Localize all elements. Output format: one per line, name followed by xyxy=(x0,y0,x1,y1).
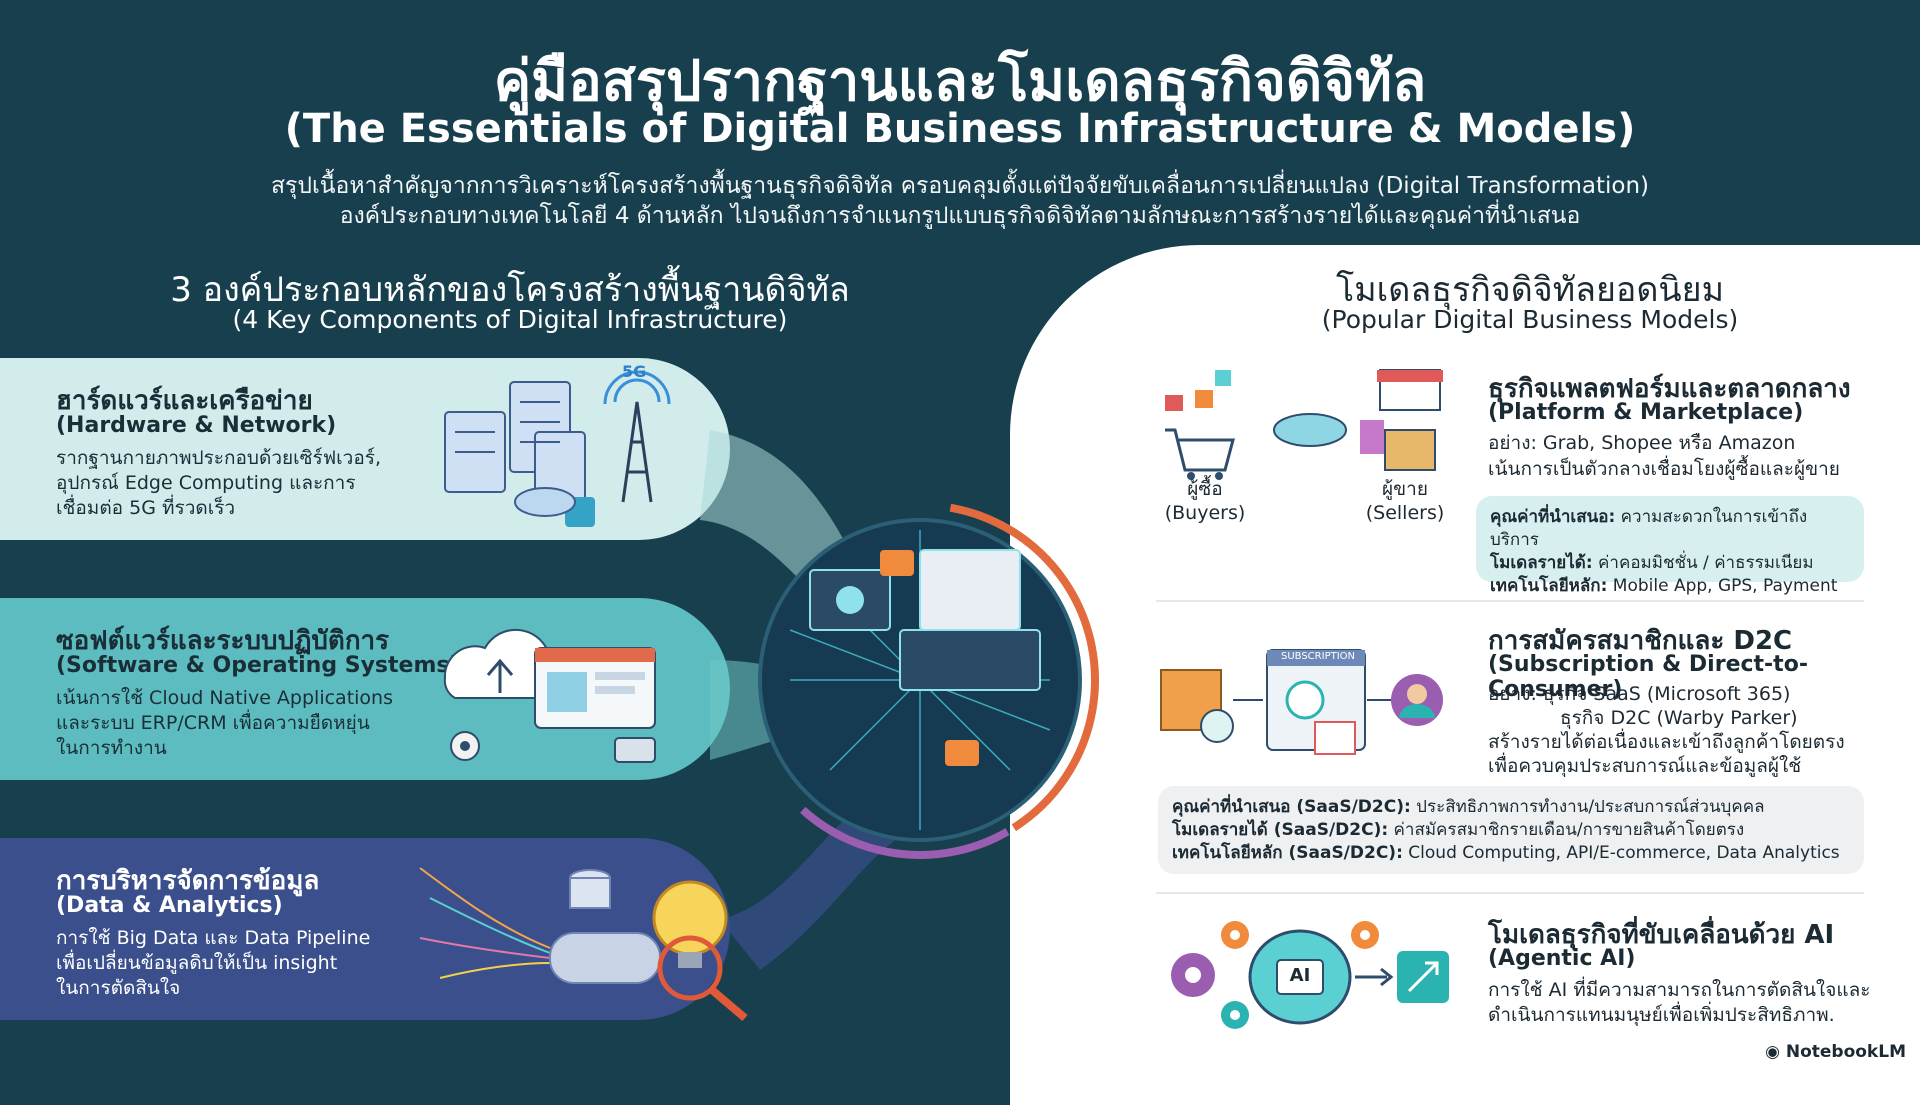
component-data-analytics xyxy=(0,838,730,1020)
page-title: คู่มือสรุปรากฐานและโมเดลธุรกิจดิจิทัล xyxy=(493,49,1427,114)
page-title-english: (The Essentials of Digital Business Infr… xyxy=(284,106,1636,152)
ai-chip-label: AI xyxy=(1289,965,1311,986)
subscription-title: การสมัครสมาชิกและ D2C xyxy=(1488,626,1793,656)
notebooklm-logo-icon: ◉ xyxy=(1765,1042,1786,1062)
software-title-english: (Software & Operating Systems) xyxy=(56,653,460,678)
hardware-desc-2: อุปกรณ์ Edge Computing และการ xyxy=(56,472,356,494)
platform-revenue-line: โมเดลรายได้: ค่าคอมมิชชั่น / ค่าธรรมเนีย… xyxy=(1490,552,1850,575)
ai-desc-1: การใช้ AI ที่มีความสามารถในการตัดสินใจแล… xyxy=(1488,979,1871,1001)
hardware-title: ฮาร์ดแวร์และเครือข่าย xyxy=(56,386,313,416)
subscription-summary-note: คุณค่าที่นำเสนอ (SaaS/D2C): ประสิทธิภาพก… xyxy=(1158,786,1864,874)
subscription-tech-line: เทคโนโลยีหลัก (SaaS/D2C): Cloud Computin… xyxy=(1172,842,1850,865)
data-title-english: (Data & Analytics) xyxy=(56,893,283,918)
subscription-example-saas: อย่าง: ธุรกิจ SaaS (Microsoft 365) xyxy=(1488,683,1791,705)
platform-value-line: คุณค่าที่นำเสนอ: ความสะดวกในการเข้าถึงบร… xyxy=(1490,506,1850,552)
platform-examples: อย่าง: Grab, Shopee หรือ Amazon xyxy=(1488,432,1796,454)
platform-focus: เน้นการเป็นตัวกลางเชื่อมโยงผู้ซื้อและผู้… xyxy=(1488,458,1840,480)
software-desc-3: ในการทำงาน xyxy=(56,737,167,759)
subscription-example-d2c: ธุรกิจ D2C (Warby Parker) xyxy=(1560,707,1798,729)
subscription-revenue-line: โมเดลรายได้ (SaaS/D2C): ค่าสมัครสมาชิกรา… xyxy=(1172,819,1850,842)
server-network-icon xyxy=(444,370,671,527)
brand-label: NotebookLM xyxy=(1785,1042,1906,1062)
section-divider-1 xyxy=(1156,600,1864,602)
sellers-label-english: (Sellers) xyxy=(1365,502,1445,524)
subscription-value-text: ประสิทธิภาพการทำงาน/ประสบการณ์ส่วนบุคคล xyxy=(1410,797,1765,817)
models-heading-english: (Popular Digital Business Models) xyxy=(1321,305,1739,334)
subscription-desc-2: เพื่อควบคุมประสบการณ์และข้อมูลผู้ใช้ xyxy=(1488,755,1802,777)
subscription-revenue-label: โมเดลรายได้ (SaaS/D2C): xyxy=(1172,820,1389,840)
section-divider-2 xyxy=(1156,892,1864,894)
brand-watermark: ◉ NotebookLM xyxy=(1765,1042,1906,1062)
ai-title-english: (Agentic AI) xyxy=(1488,946,1636,971)
subscription-badge: SUBSCRIPTION xyxy=(1280,651,1356,662)
subscription-title-english: (Subscription & Direct-to-Consumer) xyxy=(1488,652,1808,702)
data-desc-1: การใช้ Big Data และ Data Pipeline xyxy=(56,927,371,949)
platform-summary-note: คุณค่าที่นำเสนอ: ความสะดวกในการเข้าถึงบร… xyxy=(1476,496,1864,596)
hardware-desc-1: รากฐานกายภาพประกอบด้วยเซิร์ฟเวอร์, xyxy=(56,447,381,469)
subscription-tech-label: เทคโนโลยีหลัก (SaaS/D2C): xyxy=(1172,843,1403,863)
models-heading: โมเดลธุรกิจดิจิทัลยอดนิยม xyxy=(1336,270,1724,310)
page-subtitle-line-1: สรุปเนื้อหาสำคัญจากการวิเคราะห์โครงสร้าง… xyxy=(270,173,1650,199)
data-title: การบริหารจัดการข้อมูล xyxy=(56,866,320,896)
platform-tech-label: เทคโนโลยีหลัก: xyxy=(1490,576,1608,596)
software-desc-2: และระบบ ERP/CRM เพื่อความยืดหยุ่น xyxy=(56,712,370,734)
sellers-label: ผู้ขาย xyxy=(1382,478,1428,500)
software-desc-1: เน้นการใช้ Cloud Native Applications xyxy=(56,687,393,709)
data-desc-3: ในการตัดสินใจ xyxy=(56,977,181,999)
central-hub-illustration xyxy=(741,501,1099,859)
buyers-label: ผู้ซื้อ xyxy=(1187,478,1223,500)
subscription-d2c-illustration xyxy=(1160,649,1443,755)
buyers-label-english: (Buyers) xyxy=(1164,502,1246,524)
infrastructure-heading: 3 องค์ประกอบหลักของโครงสร้างพื้นฐานดิจิท… xyxy=(170,270,850,310)
page-subtitle-line-2: องค์ประกอบทางเทคโนโลยี 4 ด้านหลัก ไปจนถึ… xyxy=(339,203,1581,229)
platform-tech-text: Mobile App, GPS, Payment xyxy=(1607,576,1838,596)
platform-title: ธุรกิจแพลตฟอร์มและตลาดกลาง xyxy=(1488,374,1851,404)
agentic-ai-illustration xyxy=(1171,921,1449,1029)
subscription-value-label: คุณค่าที่นำเสนอ (SaaS/D2C): xyxy=(1172,797,1411,817)
subscription-value-line: คุณค่าที่นำเสนอ (SaaS/D2C): ประสิทธิภาพก… xyxy=(1172,796,1850,819)
software-title: ซอฟต์แวร์และระบบปฏิบัติการ xyxy=(56,626,390,656)
platform-revenue-label: โมเดลรายได้: xyxy=(1490,553,1593,573)
cloud-apps-icon xyxy=(443,628,656,763)
platform-value-label: คุณค่าที่นำเสนอ: xyxy=(1490,507,1616,527)
5g-badge: 5G xyxy=(622,362,647,381)
infrastructure-heading-english: (4 Key Components of Digital Infrastruct… xyxy=(232,305,788,334)
data-pipeline-icon xyxy=(419,867,748,1022)
ai-desc-2: ดำเนินการแทนมนุษย์เพื่อเพิ่มประสิทธิภาพ. xyxy=(1488,1004,1835,1026)
hardware-title-english: (Hardware & Network) xyxy=(56,413,337,438)
platform-value-text: ความสะดวกในการเข้าถึงบริการ xyxy=(1490,507,1808,550)
marketplace-illustration xyxy=(1165,369,1443,480)
platform-tech-line: เทคโนโลยีหลัก: Mobile App, GPS, Payment xyxy=(1490,575,1850,598)
subscription-tech-text: Cloud Computing, API/E-commerce, Data An… xyxy=(1402,843,1840,863)
platform-revenue-text: ค่าคอมมิชชั่น / ค่าธรรมเนียม xyxy=(1592,553,1814,573)
platform-title-english: (Platform & Marketplace) xyxy=(1488,400,1804,425)
hardware-desc-3: เชื่อมต่อ 5G ที่รวดเร็ว xyxy=(56,497,236,519)
subscription-revenue-text: ค่าสมัครสมาชิกรายเดือน/การขายสินค้าโดยตร… xyxy=(1388,820,1745,840)
ai-title: โมเดลธุรกิจที่ขับเคลื่อนด้วย AI xyxy=(1488,920,1835,950)
data-desc-2: เพื่อเปลี่ยนข้อมูลดิบให้เป็น insight xyxy=(56,952,338,974)
subscription-desc-1: สร้างรายได้ต่อเนื่องและเข้าถึงลูกค้าโดยต… xyxy=(1488,731,1845,753)
